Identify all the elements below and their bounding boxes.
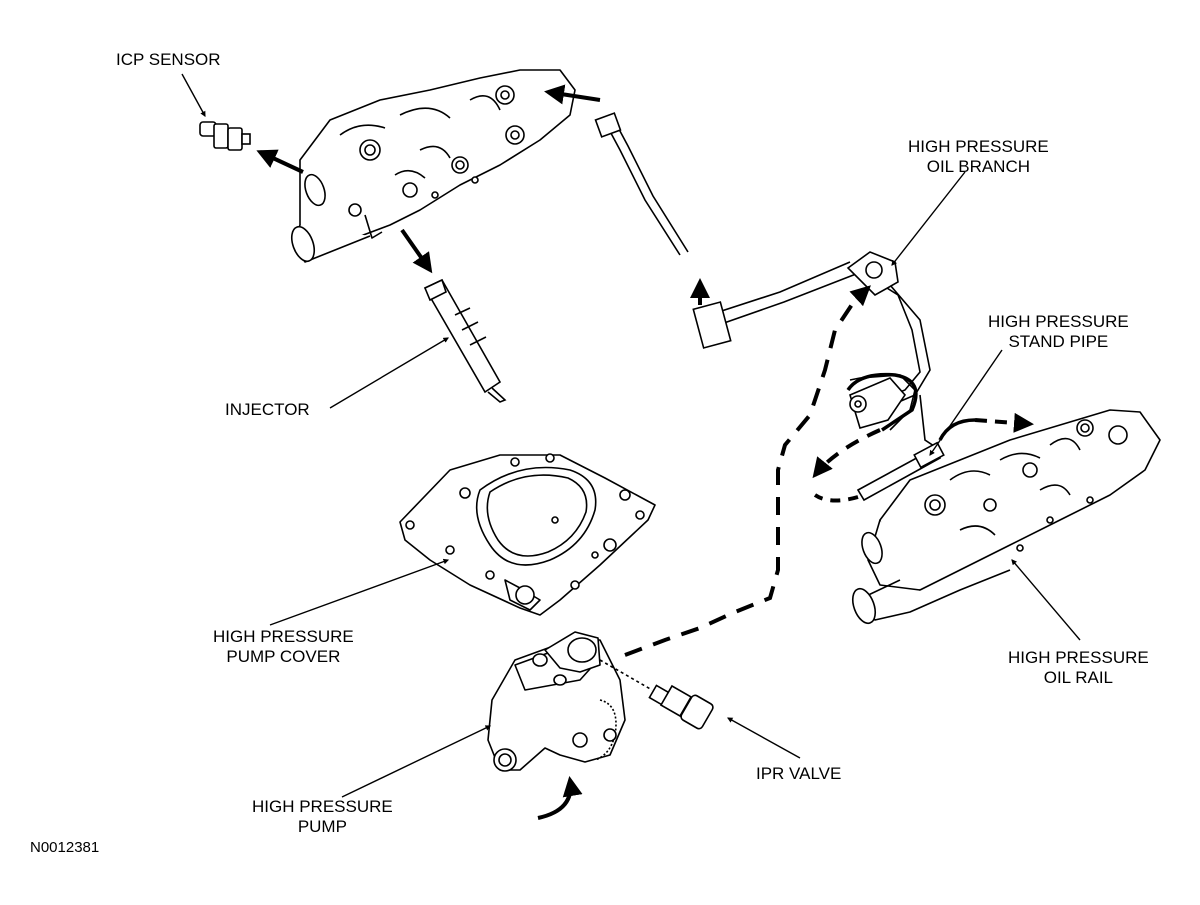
oil-branch-fittings xyxy=(692,251,899,413)
label-hp-stand-pipe-line2: STAND PIPE xyxy=(1008,332,1109,351)
label-hp-pump-cover: HIGH PRESSURE PUMP COVER xyxy=(213,627,354,667)
pump-cover xyxy=(399,453,656,616)
label-hp-pump-line2: PUMP xyxy=(297,817,347,836)
oil-flow-arrows xyxy=(256,84,1034,820)
jumper-tube xyxy=(846,372,918,432)
label-hp-stand-pipe-line1: HIGH PRESSURE xyxy=(988,312,1129,331)
label-ipr-valve: IPR VALVE xyxy=(756,764,842,783)
label-hp-oil-branch-line2: OIL BRANCH xyxy=(926,157,1031,176)
right-oil-rail xyxy=(851,409,1161,625)
stand-pipe xyxy=(856,441,945,502)
upper-oil-rail xyxy=(290,69,576,263)
ipr-valve xyxy=(599,659,714,730)
label-injector: INJECTOR xyxy=(225,400,310,419)
label-hp-pump-cover-line2: PUMP COVER xyxy=(226,647,341,666)
label-hp-pump-cover-line1: HIGH PRESSURE xyxy=(213,627,354,646)
injector xyxy=(423,278,507,403)
oil-branch-line xyxy=(594,112,941,451)
label-hp-oil-branch: HIGH PRESSURE OIL BRANCH xyxy=(908,137,1049,177)
stand-pipe-link xyxy=(938,418,976,441)
label-hp-oil-branch-line1: HIGH PRESSURE xyxy=(908,137,1049,156)
leader-lines xyxy=(181,73,1081,798)
label-hp-pump-line1: HIGH PRESSURE xyxy=(252,797,393,816)
figure-id: N0012381 xyxy=(30,839,100,856)
high-pressure-pump xyxy=(487,631,626,772)
label-hp-stand-pipe: HIGH PRESSURE STAND PIPE xyxy=(988,312,1129,352)
label-hp-oil-rail-line1: HIGH PRESSURE xyxy=(1008,648,1149,667)
label-hp-oil-rail: HIGH PRESSURE OIL RAIL xyxy=(1008,648,1149,688)
label-hp-oil-rail-line2: OIL RAIL xyxy=(1043,668,1114,687)
label-icp-sensor: ICP SENSOR xyxy=(116,50,221,69)
label-hp-pump: HIGH PRESSURE PUMP xyxy=(252,797,393,837)
icp-sensor xyxy=(199,121,251,151)
